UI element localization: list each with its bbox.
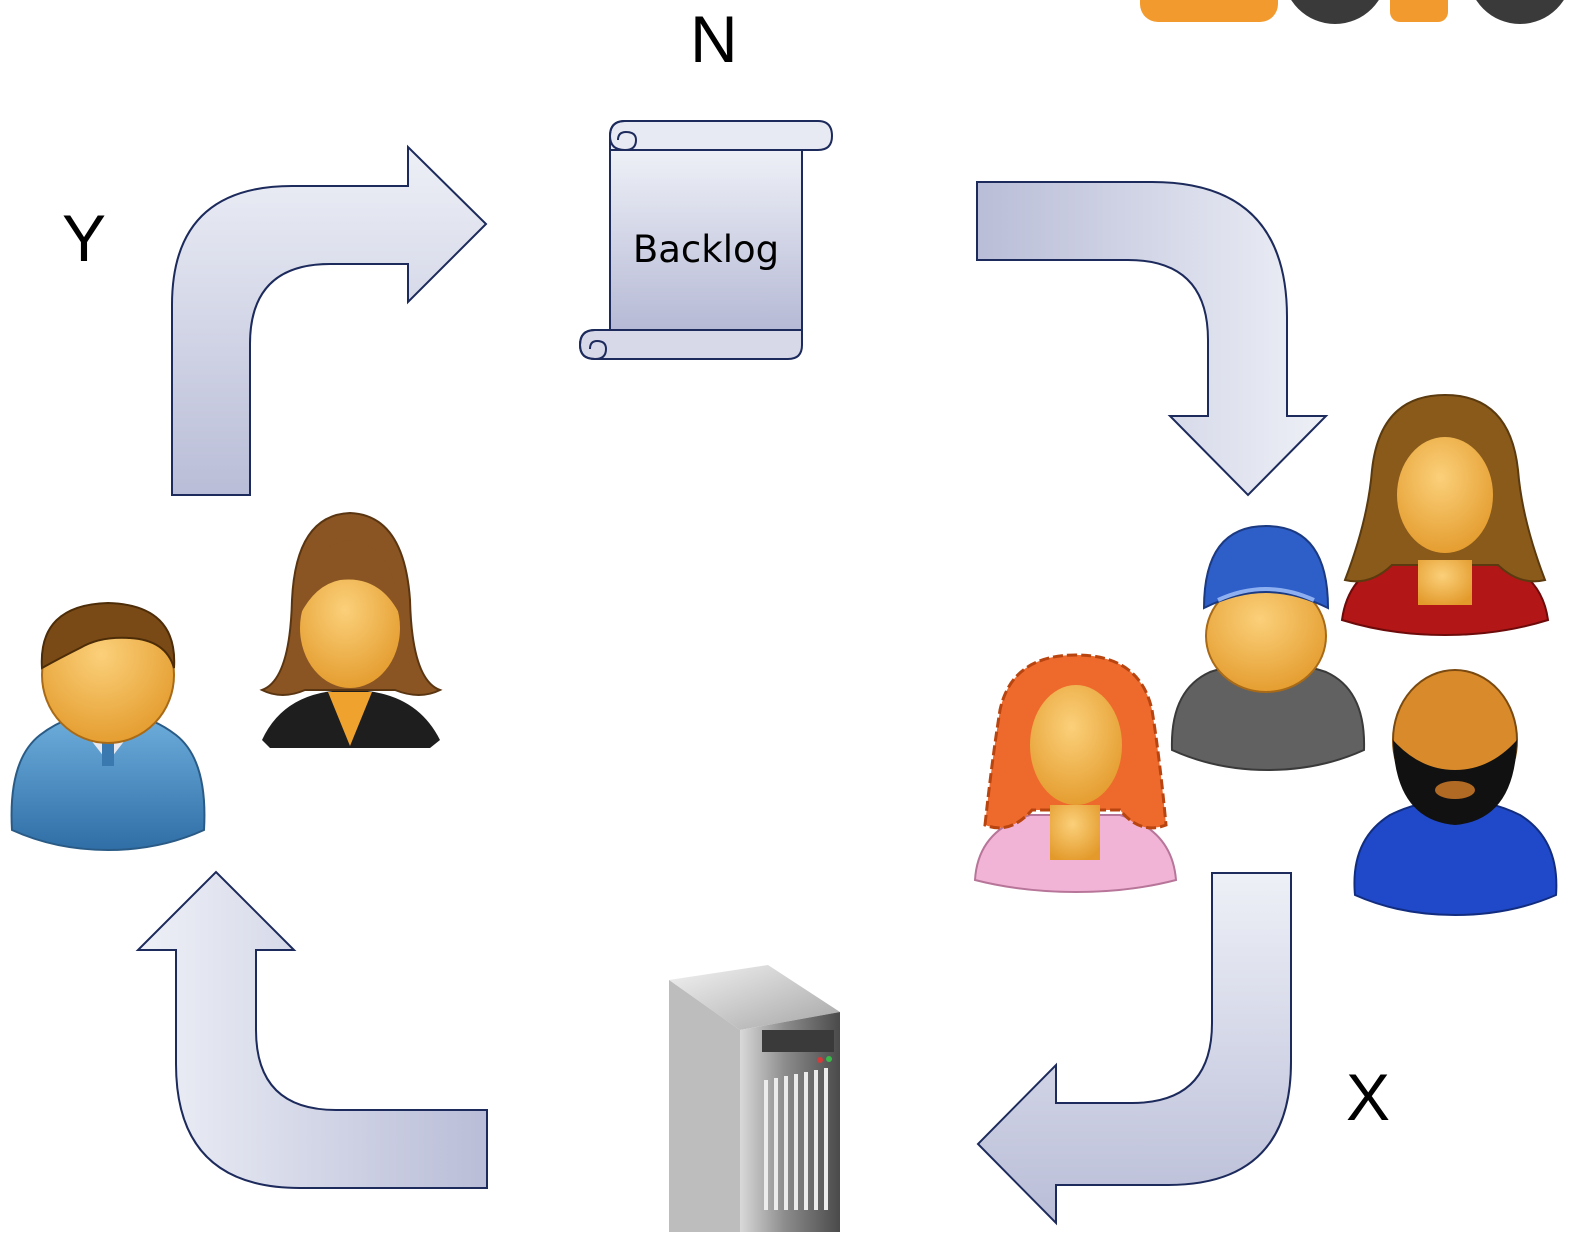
label-x: X (1346, 1060, 1391, 1134)
team-member-cap-icon (1170, 524, 1366, 772)
customer-man-icon (10, 601, 206, 852)
arrow-to-team (976, 181, 1329, 497)
arrow-to-customers (135, 870, 488, 1189)
logo-icon (1140, 0, 1564, 24)
label-y: Y (62, 201, 107, 275)
label-n: N (690, 2, 738, 76)
backlog-scroll-icon (578, 120, 834, 361)
backlog-label: Backlog (632, 228, 780, 271)
team-member-woman-pink-icon (973, 653, 1178, 894)
team-member-woman-red-icon (1340, 393, 1550, 637)
customer-woman-icon (259, 511, 443, 748)
team-member-bearded-icon (1353, 669, 1558, 917)
server-icon (669, 965, 840, 1232)
arrow-to-backlog (171, 144, 488, 496)
arrow-to-server (976, 872, 1292, 1226)
